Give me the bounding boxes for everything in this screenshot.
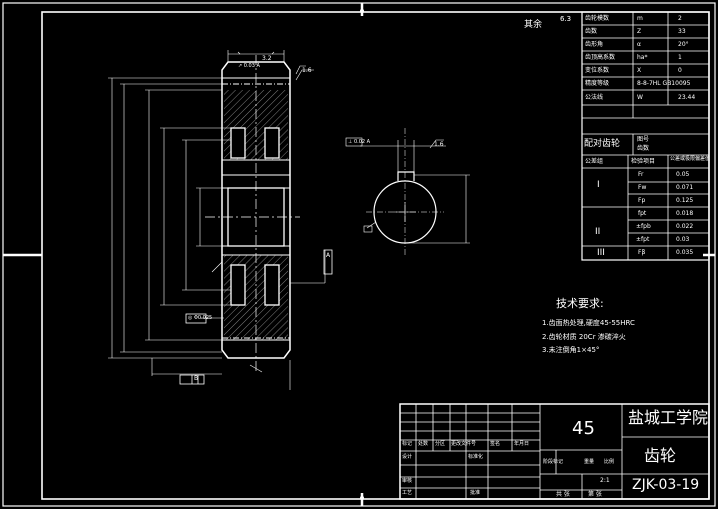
tolerance-item: ±fpt bbox=[636, 236, 650, 243]
param-symbol: W bbox=[637, 94, 643, 101]
keyway-view bbox=[345, 128, 470, 255]
param-value: 33 bbox=[678, 28, 686, 35]
title-block-row-value: 批准 bbox=[470, 490, 481, 496]
datum-label: B bbox=[194, 375, 199, 382]
param-name: 齿轮模数 bbox=[585, 15, 610, 22]
title-block-mid-label: 阶段标记 bbox=[543, 459, 564, 465]
param-value: 0 bbox=[678, 67, 682, 74]
pairing-gear-label: 配对齿轮 bbox=[584, 139, 621, 149]
title-block-row-label: 工艺 bbox=[402, 490, 413, 496]
title-block-row-value: 标准化 bbox=[468, 454, 484, 460]
datum-label: A bbox=[326, 252, 331, 259]
tolerance-header: 检验项目 bbox=[631, 158, 656, 165]
tolerance-value: 0.018 bbox=[676, 210, 694, 217]
tolerance-header: 公差或极限偏差值 bbox=[670, 156, 711, 162]
title-block-header: 更改文件号 bbox=[451, 441, 477, 447]
drawing-number: ZJK-03-19 bbox=[632, 477, 700, 493]
title-block-mid-label: 比例 bbox=[604, 459, 615, 465]
roughness-label: 1.6 bbox=[434, 141, 444, 148]
tolerance-group: II bbox=[595, 227, 601, 237]
roughness-label: 3.2 bbox=[262, 55, 272, 62]
param-value: 20° bbox=[678, 41, 689, 48]
part-name: 齿轮 bbox=[644, 446, 677, 465]
tech-requirement-item: 1.齿面热处理,硬度45-55HRC bbox=[542, 319, 635, 327]
tech-requirements-title: 技术要求: bbox=[556, 297, 604, 310]
tolerance-item: Fβ bbox=[638, 249, 646, 256]
tolerance-value: 0.035 bbox=[676, 249, 694, 256]
scale-value: 2:1 bbox=[600, 477, 610, 484]
param-name: 精度等级 bbox=[585, 80, 610, 87]
title-block-header: 标记 bbox=[402, 441, 413, 447]
tolerance-value: 0.022 bbox=[676, 223, 694, 230]
tech-requirement-item: 3.未注倒角1×45° bbox=[542, 346, 600, 354]
param-value: 23.44 bbox=[678, 94, 696, 101]
tolerance-value: 0.125 bbox=[676, 197, 694, 204]
tolerance-item: Fw bbox=[638, 184, 647, 191]
pairing-line: 齿数 bbox=[637, 145, 650, 152]
title-block bbox=[399, 403, 710, 500]
tolerance-item: ±fpb bbox=[636, 223, 651, 230]
school-name: 盐城工学院 bbox=[628, 408, 709, 427]
tolerance-frame-text: ⊥ 0.02 A bbox=[348, 139, 371, 145]
gear-section-view bbox=[205, 55, 300, 372]
title-block-row-label: 设计 bbox=[402, 454, 413, 460]
tolerance-item: Fr bbox=[638, 171, 644, 178]
tolerance-group: I bbox=[597, 180, 600, 190]
tolerance-value: 0.03 bbox=[676, 236, 690, 243]
title-block-header: 处数 bbox=[418, 441, 429, 447]
tech-requirement-item: 2.齿轮材质 20Cr 渗碳淬火 bbox=[542, 333, 626, 341]
tolerance-frame-text: ◎ Φ0.025 bbox=[188, 315, 213, 321]
gear-parameter-table bbox=[581, 11, 710, 261]
pairing-line: 图号 bbox=[637, 136, 650, 143]
tolerance-frame-text: ↗ 0.03 A bbox=[238, 63, 260, 69]
material-label: 45 bbox=[572, 418, 595, 439]
tolerance-header: 公差组 bbox=[585, 158, 604, 165]
param-value: 8-8-7HL GB10095 bbox=[637, 80, 691, 87]
param-value: 1 bbox=[678, 54, 682, 61]
tolerance-group: III bbox=[597, 248, 605, 258]
param-name: 变位系数 bbox=[585, 67, 610, 74]
tolerance-value: 0.05 bbox=[676, 171, 690, 178]
title-block-sheet-index: 第 张 bbox=[588, 491, 602, 498]
title-block-header: 年月日 bbox=[514, 441, 530, 447]
surface-roughness-note: 其余 bbox=[524, 20, 543, 30]
tolerance-item: fpt bbox=[638, 210, 647, 217]
param-name: 公法线 bbox=[585, 94, 604, 101]
param-symbol: Z bbox=[637, 28, 642, 35]
tolerance-value: 0.071 bbox=[676, 184, 694, 191]
param-symbol: ha* bbox=[637, 54, 648, 61]
param-symbol: X bbox=[637, 67, 642, 74]
title-block-header: 签名 bbox=[490, 441, 501, 447]
param-symbol: m bbox=[637, 15, 643, 22]
param-value: 2 bbox=[678, 15, 682, 22]
tolerance-item: Fp bbox=[638, 197, 646, 204]
dimension-lines bbox=[108, 50, 326, 390]
title-block-mid-label: 重量 bbox=[584, 459, 595, 465]
title-block-header: 分区 bbox=[435, 441, 446, 447]
param-symbol: α bbox=[637, 41, 641, 48]
surface-roughness-value: 6.3 bbox=[560, 15, 572, 23]
param-name: 齿数 bbox=[585, 28, 598, 35]
title-block-sheet-count: 共 张 bbox=[556, 491, 570, 498]
title-block-row-label: 审核 bbox=[402, 478, 413, 484]
param-name: 齿形角 bbox=[585, 41, 604, 48]
tolerance-frames bbox=[179, 249, 333, 385]
roughness-label: 1.6 bbox=[302, 67, 312, 74]
param-name: 齿顶高系数 bbox=[585, 54, 616, 61]
